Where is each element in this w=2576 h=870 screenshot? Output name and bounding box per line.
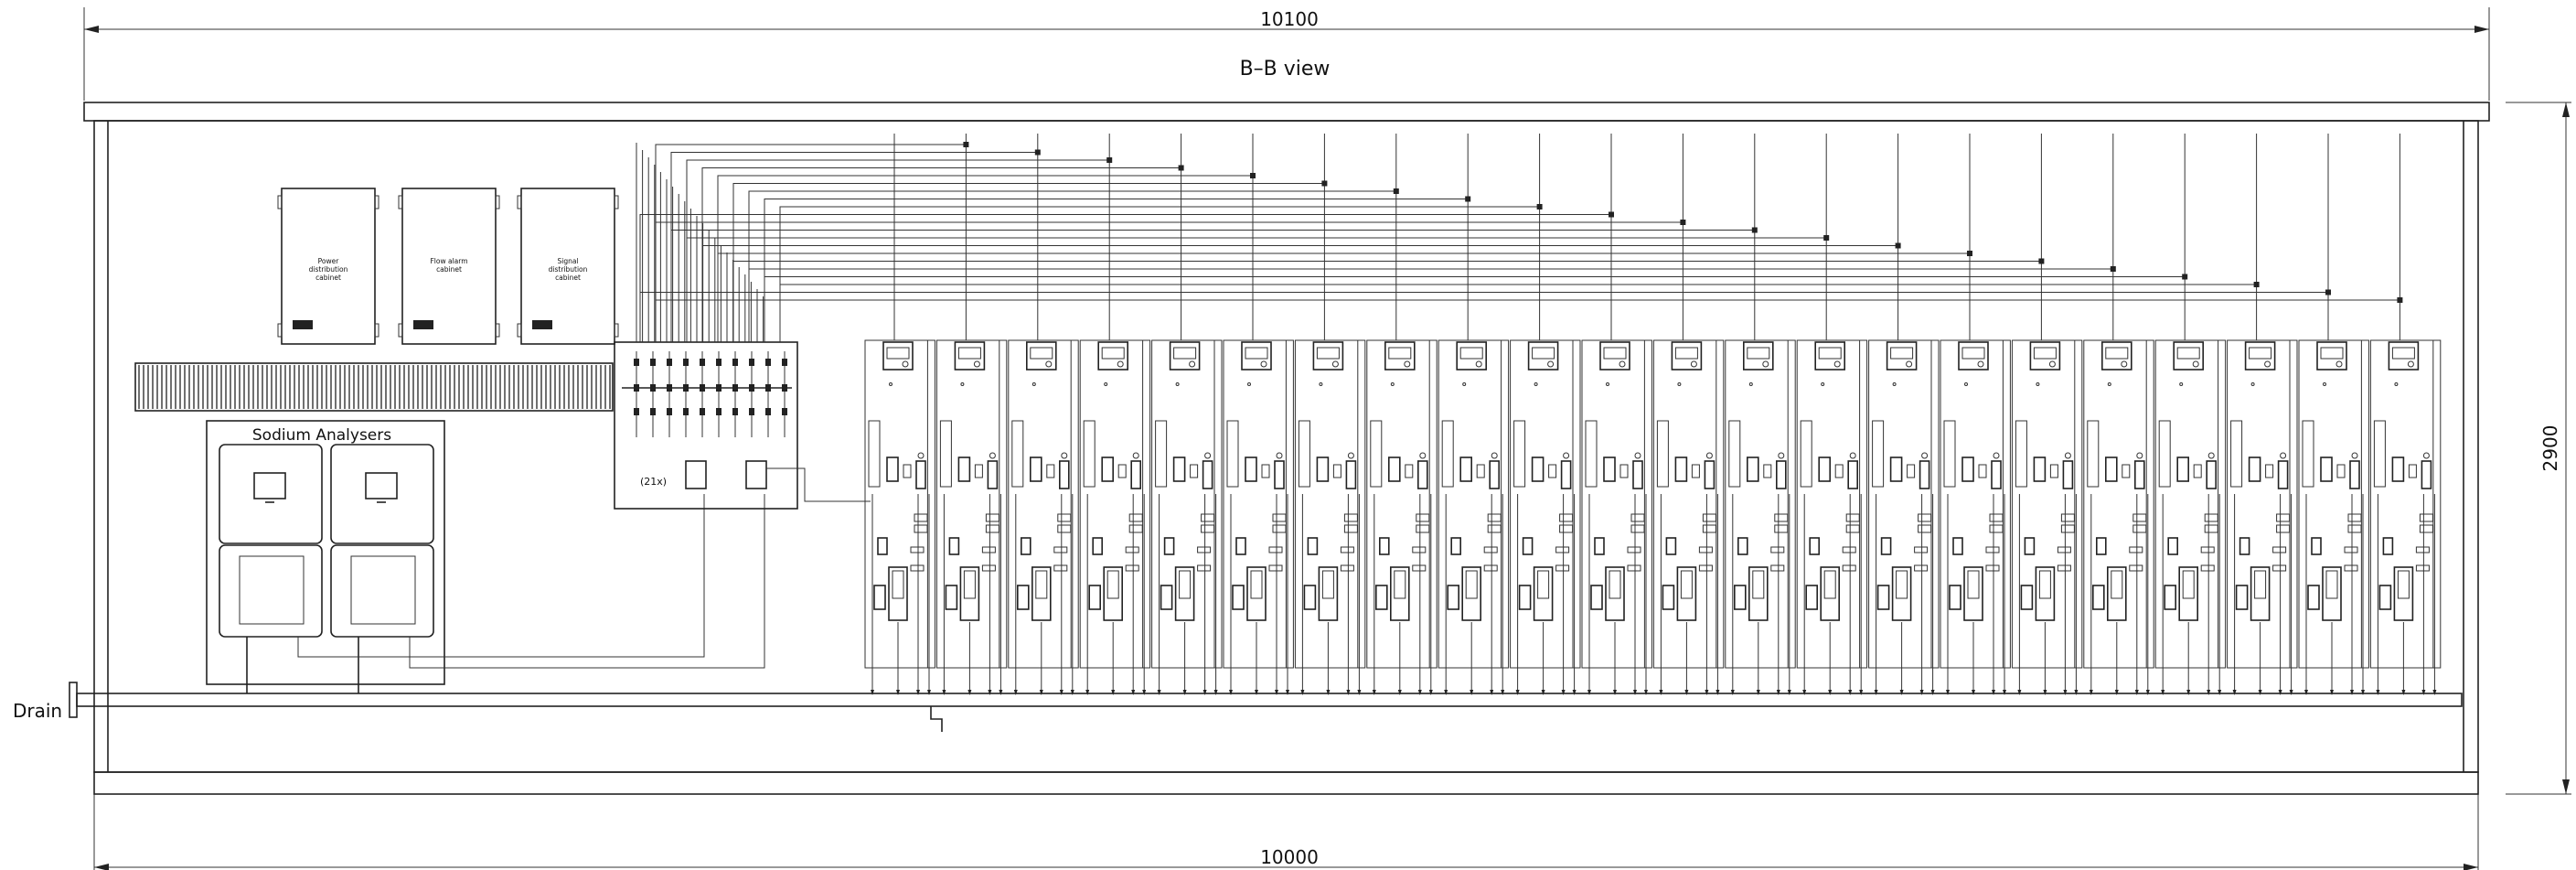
manifold: (21x)	[614, 341, 871, 510]
manifold-valve	[779, 351, 790, 437]
cabinet-label: cabinet	[555, 274, 581, 282]
manifold-valve	[746, 351, 757, 437]
analyser-panel	[1868, 339, 1940, 695]
analyser-panel	[1366, 339, 1438, 695]
cabinet-label: Power	[318, 257, 340, 265]
manifold-valve	[763, 351, 774, 437]
manifold-count: (21x)	[640, 476, 667, 488]
analyser-panel	[2083, 339, 2154, 695]
analyser-panel	[2369, 339, 2442, 695]
cabinet-label: cabinet	[436, 265, 462, 274]
dimension-bottom: 10000	[93, 787, 2479, 870]
dim-right-label: 2900	[2539, 425, 2561, 472]
analyser-panels	[864, 339, 2442, 695]
analyser-panel	[1079, 339, 1151, 695]
analyser-panel	[1151, 339, 1223, 695]
cabinet-label: Flow alarm	[430, 257, 467, 265]
sample-line	[686, 134, 1830, 342]
sample-line	[764, 134, 2188, 342]
analyser-panel	[1438, 339, 1510, 695]
analyser-panel	[1725, 339, 1796, 695]
drain-pipe: Drain	[13, 682, 2463, 732]
manifold-valve	[631, 351, 642, 437]
analyser-panel	[2298, 339, 2369, 695]
analyser-panel	[1652, 339, 1725, 695]
view-title: B–B view	[1240, 58, 1331, 81]
analyser-panel	[1223, 339, 1294, 695]
dimension-right: 2900	[2506, 102, 2571, 795]
manifold-valve	[713, 351, 724, 437]
manifold-valve	[664, 351, 675, 437]
container-frame	[83, 102, 2490, 795]
manifold-valve	[647, 351, 658, 437]
manifold-valve	[697, 351, 708, 437]
sample-header-lines	[636, 134, 2403, 342]
cabinet-label: Signal	[557, 257, 578, 265]
analyser-panel	[1581, 339, 1652, 695]
cabinet-label: distribution	[549, 265, 588, 274]
analyser-panel	[1008, 339, 1079, 695]
analyser-panel	[1294, 339, 1366, 695]
sodium-analysers: Sodium Analysers	[206, 420, 765, 693]
sample-line	[779, 134, 2260, 342]
dim-bottom-label: 10000	[1260, 846, 1319, 868]
sample-line	[670, 134, 1758, 342]
analyser-panel	[864, 339, 935, 695]
sample-line	[748, 134, 2116, 342]
analyser-panel	[2154, 339, 2227, 695]
cabinet-label: distribution	[309, 265, 348, 274]
cabinet-label: cabinet	[315, 274, 341, 282]
sample-line	[655, 134, 2403, 342]
dimension-top: 10100	[83, 7, 2490, 101]
sample-line	[717, 134, 1972, 342]
analyser-panel	[1510, 339, 1581, 695]
sample-line	[701, 134, 1901, 342]
manifold-valve	[730, 351, 741, 437]
analyser-panel	[935, 339, 1008, 695]
analyser-panel	[1940, 339, 2011, 695]
dim-top-label: 10100	[1260, 8, 1319, 30]
sample-line	[639, 134, 2331, 342]
manifold-valve	[680, 351, 691, 437]
analyser-panel	[1796, 339, 1868, 695]
drain-label: Drain	[13, 700, 62, 722]
analyser-panel	[2227, 339, 2298, 695]
analyser-panel	[2011, 339, 2083, 695]
sodium-label: Sodium Analysers	[252, 426, 391, 445]
cable-tray	[134, 362, 614, 412]
